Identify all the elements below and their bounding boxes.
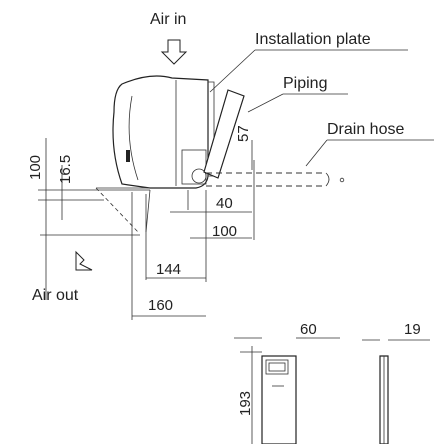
dim-19: 19 <box>404 321 421 338</box>
air-out-label: Air out <box>32 287 79 304</box>
piping-tube <box>203 89 245 179</box>
remote-control-side <box>379 355 389 444</box>
dim-100-left: 100 <box>27 155 44 180</box>
piping-leader <box>247 93 284 113</box>
air-in-label: Air in <box>150 11 186 28</box>
remote-control-front <box>261 355 297 444</box>
drain-hose <box>206 172 345 187</box>
dim-60: 60 <box>300 321 317 338</box>
dim-100-bottom: 100 <box>212 223 237 240</box>
air-out-arrow-icon <box>75 250 93 271</box>
piping-label: Piping <box>283 75 327 92</box>
dim-144: 144 <box>156 261 181 278</box>
flap-direction-line-2 <box>145 189 151 233</box>
installation-plate-label: Installation plate <box>255 31 371 48</box>
installation-plate-leader <box>209 49 256 93</box>
dim-193: 193 <box>237 391 254 416</box>
dim-57: 57 <box>235 125 252 142</box>
drain-hose-leader <box>305 139 328 167</box>
air-in-arrow-icon <box>160 39 188 65</box>
dim-40: 40 <box>216 195 233 212</box>
left-dimension-lines <box>38 138 150 300</box>
dim-16-5: 16.5 <box>57 155 74 184</box>
dim-160: 160 <box>148 297 173 314</box>
bottom-dimension-lines <box>131 160 255 320</box>
remote-front-dimension-lines <box>234 337 340 444</box>
flap-direction-line-1 <box>95 187 139 233</box>
drain-hose-label: Drain hose <box>327 121 404 138</box>
indoor-unit <box>112 75 215 189</box>
